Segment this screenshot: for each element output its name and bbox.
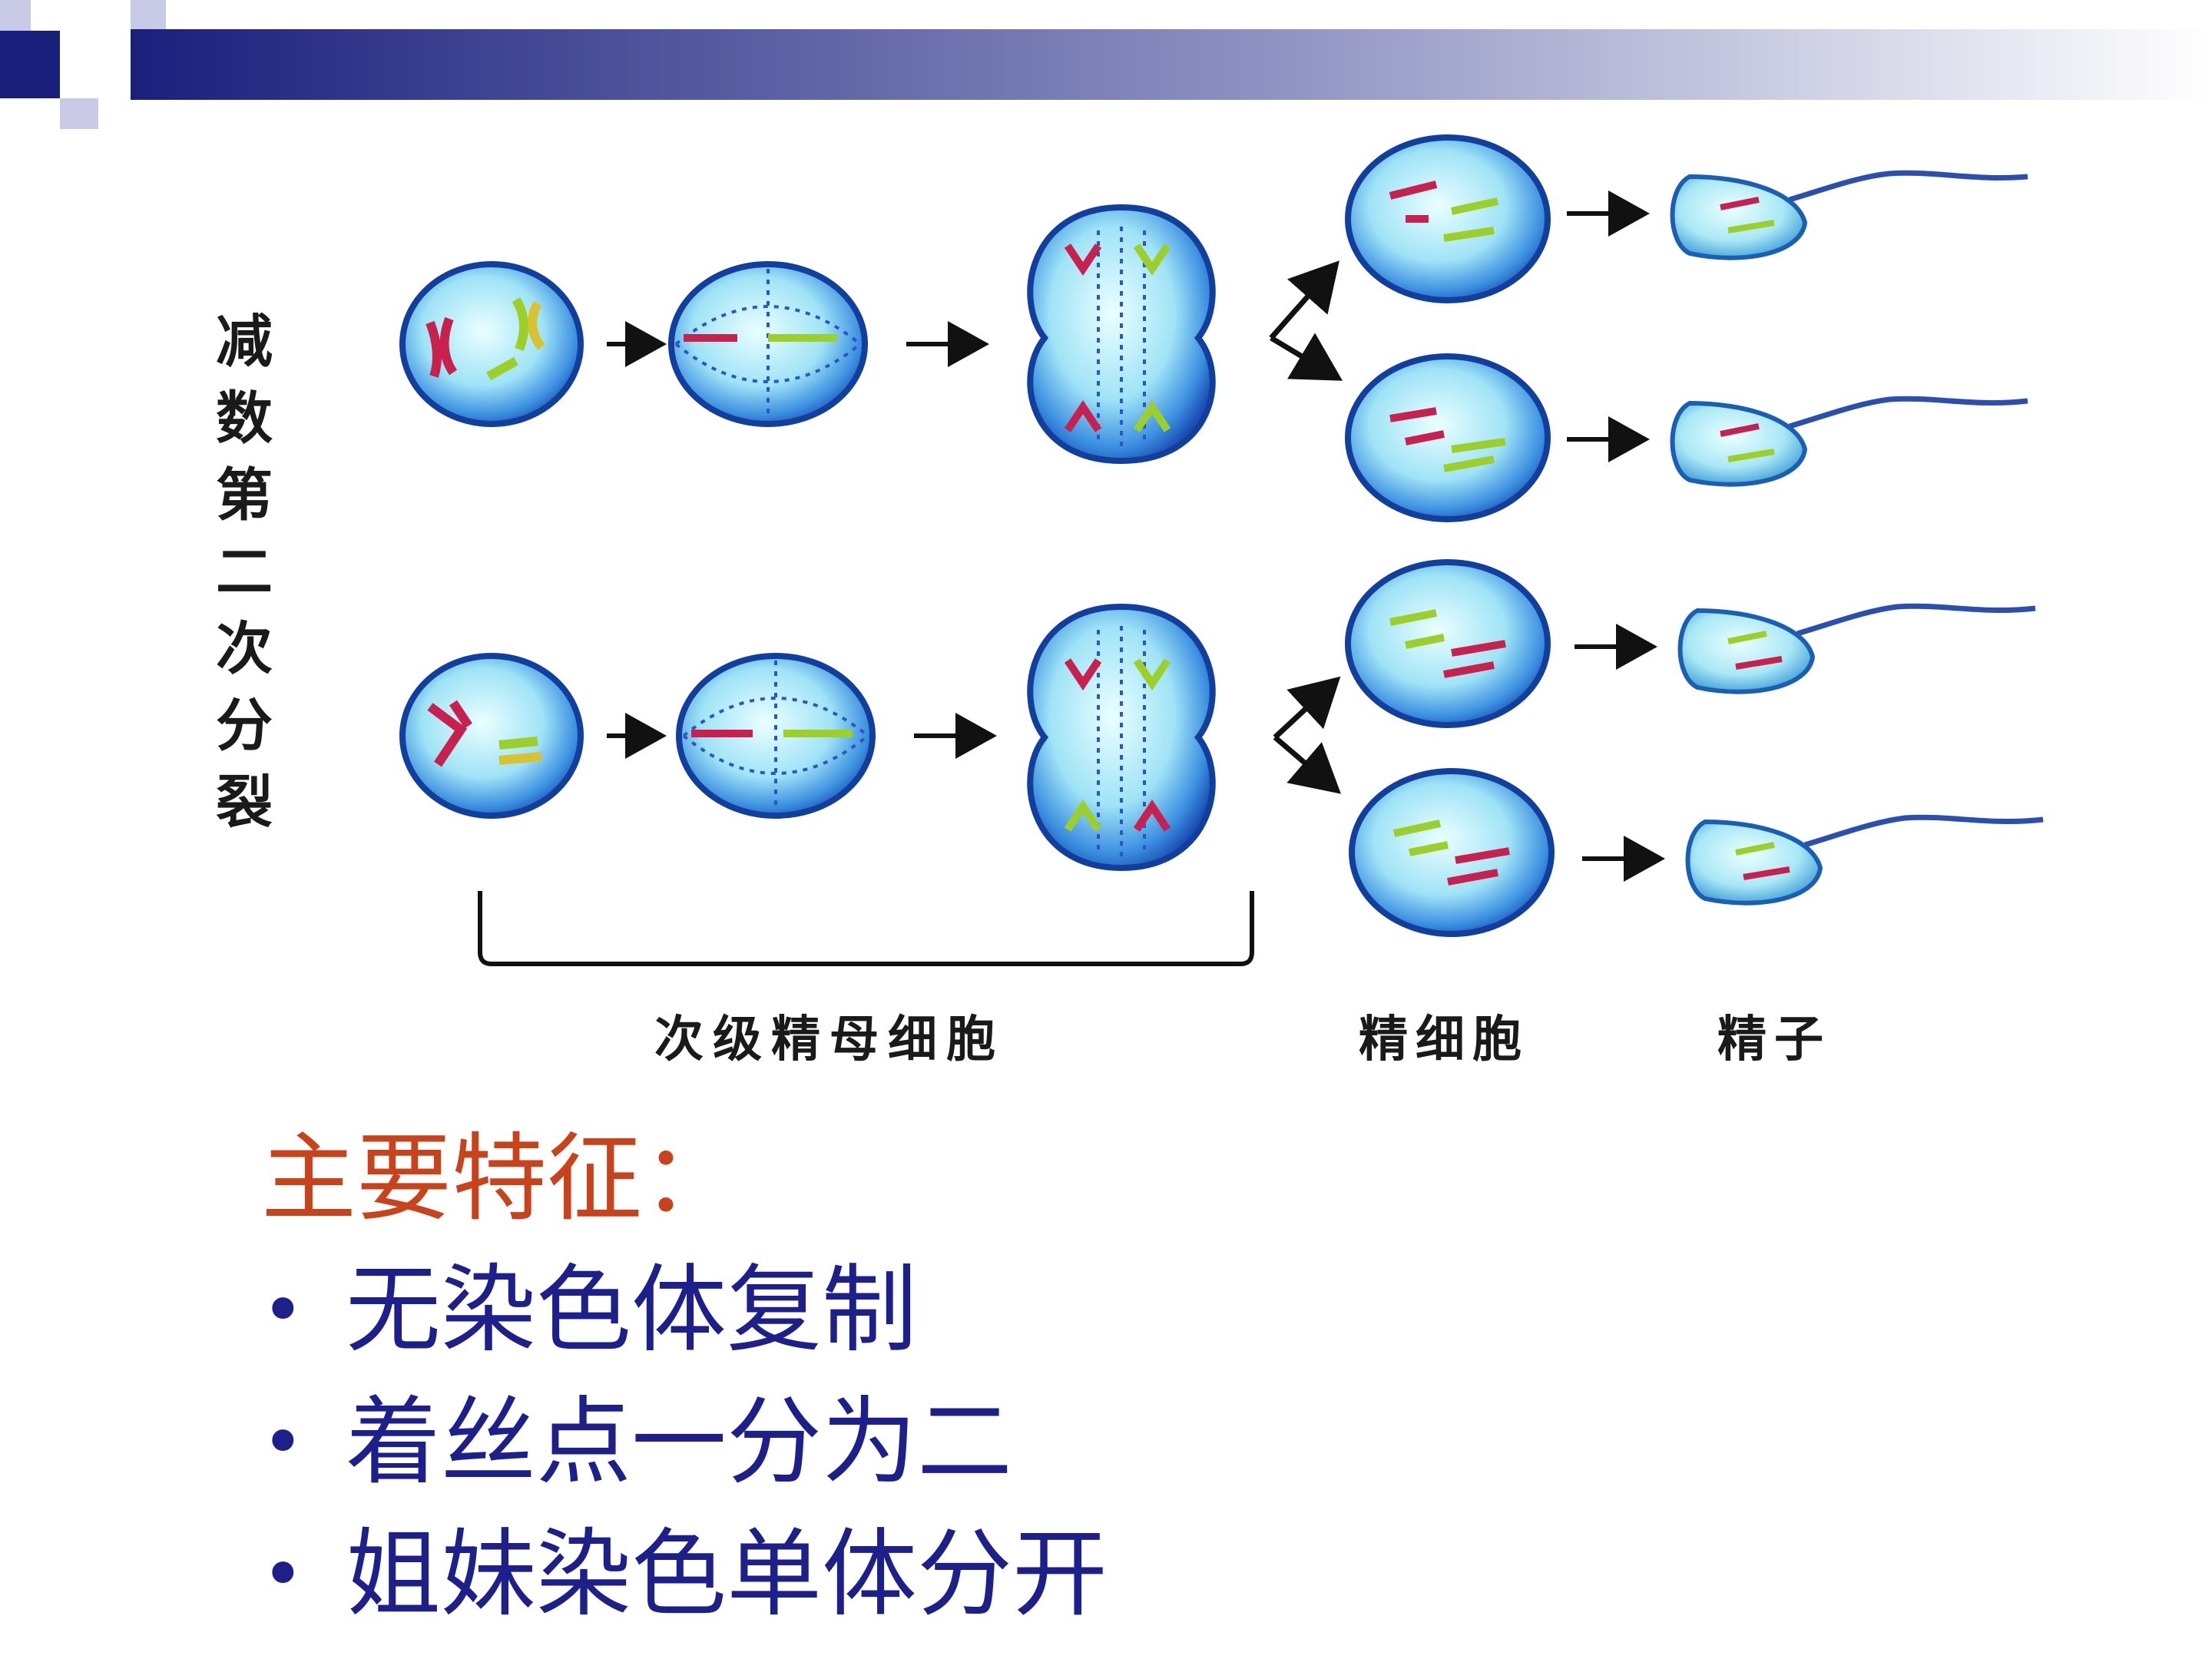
- sperm-cell: [1673, 399, 2028, 484]
- side-title-char: 减: [216, 309, 273, 375]
- features-list: • 无染色体复制 • 着丝点一分为二 • 姐妹染色单体分开: [261, 1244, 2104, 1641]
- cell-prophase-top: [402, 264, 581, 424]
- cell-metaphase-bottom: [679, 656, 873, 816]
- cell-spermatid: [1348, 137, 1548, 300]
- arrow: [1275, 687, 1329, 737]
- side-title-char: 裂: [216, 770, 273, 836]
- list-item: • 无染色体复制: [261, 1244, 2104, 1376]
- feature-text: 姐妹染色单体分开: [346, 1527, 1108, 1622]
- side-title-char: 数: [216, 386, 273, 452]
- side-title: 减 数 第 二 次 分 裂: [216, 309, 273, 836]
- bullet-icon: •: [261, 1273, 346, 1347]
- arrow: [1271, 273, 1329, 338]
- cell-spermatid: [1348, 356, 1548, 519]
- cell-spermatid: [1348, 562, 1548, 725]
- list-item: • 姐妹染色单体分开: [261, 1508, 2104, 1641]
- list-item: • 着丝点一分为二: [261, 1376, 2104, 1508]
- label-sperm: 精子: [1717, 1012, 1831, 1068]
- features-title: 主要特征：: [261, 1114, 2104, 1244]
- cell-spermatid: [1352, 771, 1551, 934]
- bullet-icon: •: [261, 1406, 346, 1479]
- feature-text: 无染色体复制: [346, 1263, 917, 1358]
- sperm-cell: [1681, 606, 2036, 691]
- label-secondary-spermatocyte: 次级精母细胞: [654, 1012, 1005, 1068]
- cell-anaphase-bottom: [1030, 607, 1212, 868]
- side-title-char: 次: [216, 616, 273, 682]
- label-spermatid: 精细胞: [1359, 1012, 1529, 1068]
- arrow: [1275, 737, 1329, 783]
- cell-anaphase-top: [1030, 207, 1212, 461]
- group-bracket: [480, 891, 1252, 964]
- side-title-char: 二: [216, 539, 273, 605]
- side-title-char: 分: [216, 693, 273, 759]
- bullet-icon: •: [261, 1538, 346, 1611]
- main-features: 主要特征： • 无染色体复制 • 着丝点一分为二 • 姐妹染色单体分开: [261, 1114, 2104, 1641]
- cell-metaphase-top: [671, 264, 865, 424]
- meiosis-ii-diagram: 减 数 第 二 次 分 裂: [0, 0, 2212, 1106]
- sperm-cell: [1688, 817, 2044, 902]
- sperm-cell: [1673, 173, 2028, 257]
- feature-text: 着丝点一分为二: [346, 1395, 1012, 1490]
- cell-prophase-bottom: [402, 656, 581, 816]
- arrow: [1271, 338, 1329, 373]
- side-title-char: 第: [216, 462, 273, 528]
